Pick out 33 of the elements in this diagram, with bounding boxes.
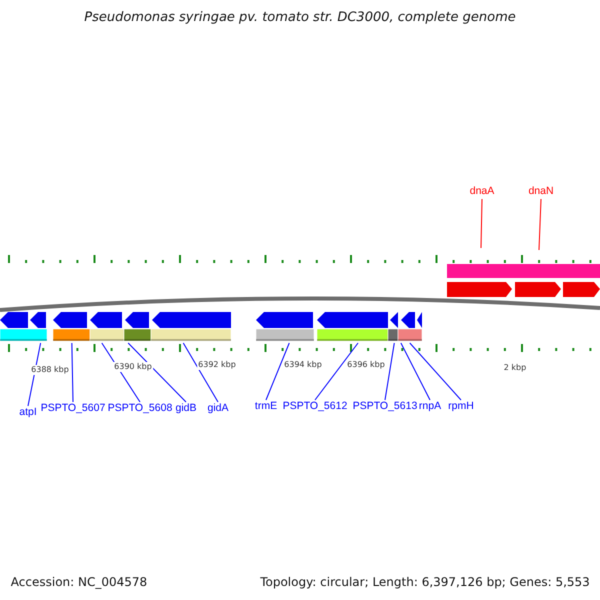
leader-line: [266, 342, 290, 400]
scale-label: 2 kbp: [502, 363, 528, 373]
gene-label: trmE: [254, 400, 278, 413]
leader-line: [71, 342, 74, 402]
gene-label: rpmH: [448, 400, 474, 413]
scale-label: 6396 kbp: [346, 360, 386, 370]
genome-info-text: Topology: circular; Length: 6,397,126 bp; Genes: 5,553: [260, 575, 590, 590]
title: Pseudomonas syringae pv. tomato str. DC3000, complete genome: [84, 10, 516, 26]
gene-label: PSPTO_5613: [352, 400, 418, 413]
leader-line: [28, 342, 42, 406]
scale-label: 6392 kbp: [197, 360, 237, 370]
scale-label: 6394 kbp: [283, 360, 323, 370]
leader-line: [384, 342, 395, 400]
accession-text: Accession: NC_004578: [10, 575, 148, 590]
leader-line: [538, 198, 542, 250]
gene-label: PSPTO_5612: [282, 400, 348, 413]
leader-line: [128, 342, 186, 402]
gene-label: gidA: [208, 402, 228, 415]
gene-label: PSPTO_5607: [40, 402, 106, 415]
leader-line: [409, 342, 462, 400]
gene-label: rnpA: [418, 400, 442, 413]
gene-label: gidB: [176, 402, 196, 415]
gene-label: dnaA: [470, 185, 494, 198]
gene-label: atpI: [19, 406, 37, 419]
gene-label: PSPTO_5608: [108, 402, 172, 415]
leader-line: [182, 342, 218, 402]
leader-line: [314, 342, 359, 400]
leader-line: [101, 342, 140, 402]
leader-line: [400, 342, 430, 400]
gene-label: dnaN: [528, 185, 554, 198]
scale-label: 6388 kbp: [30, 365, 70, 375]
leader-line: [480, 198, 482, 248]
scale-label: 6390 kbp: [113, 362, 153, 372]
